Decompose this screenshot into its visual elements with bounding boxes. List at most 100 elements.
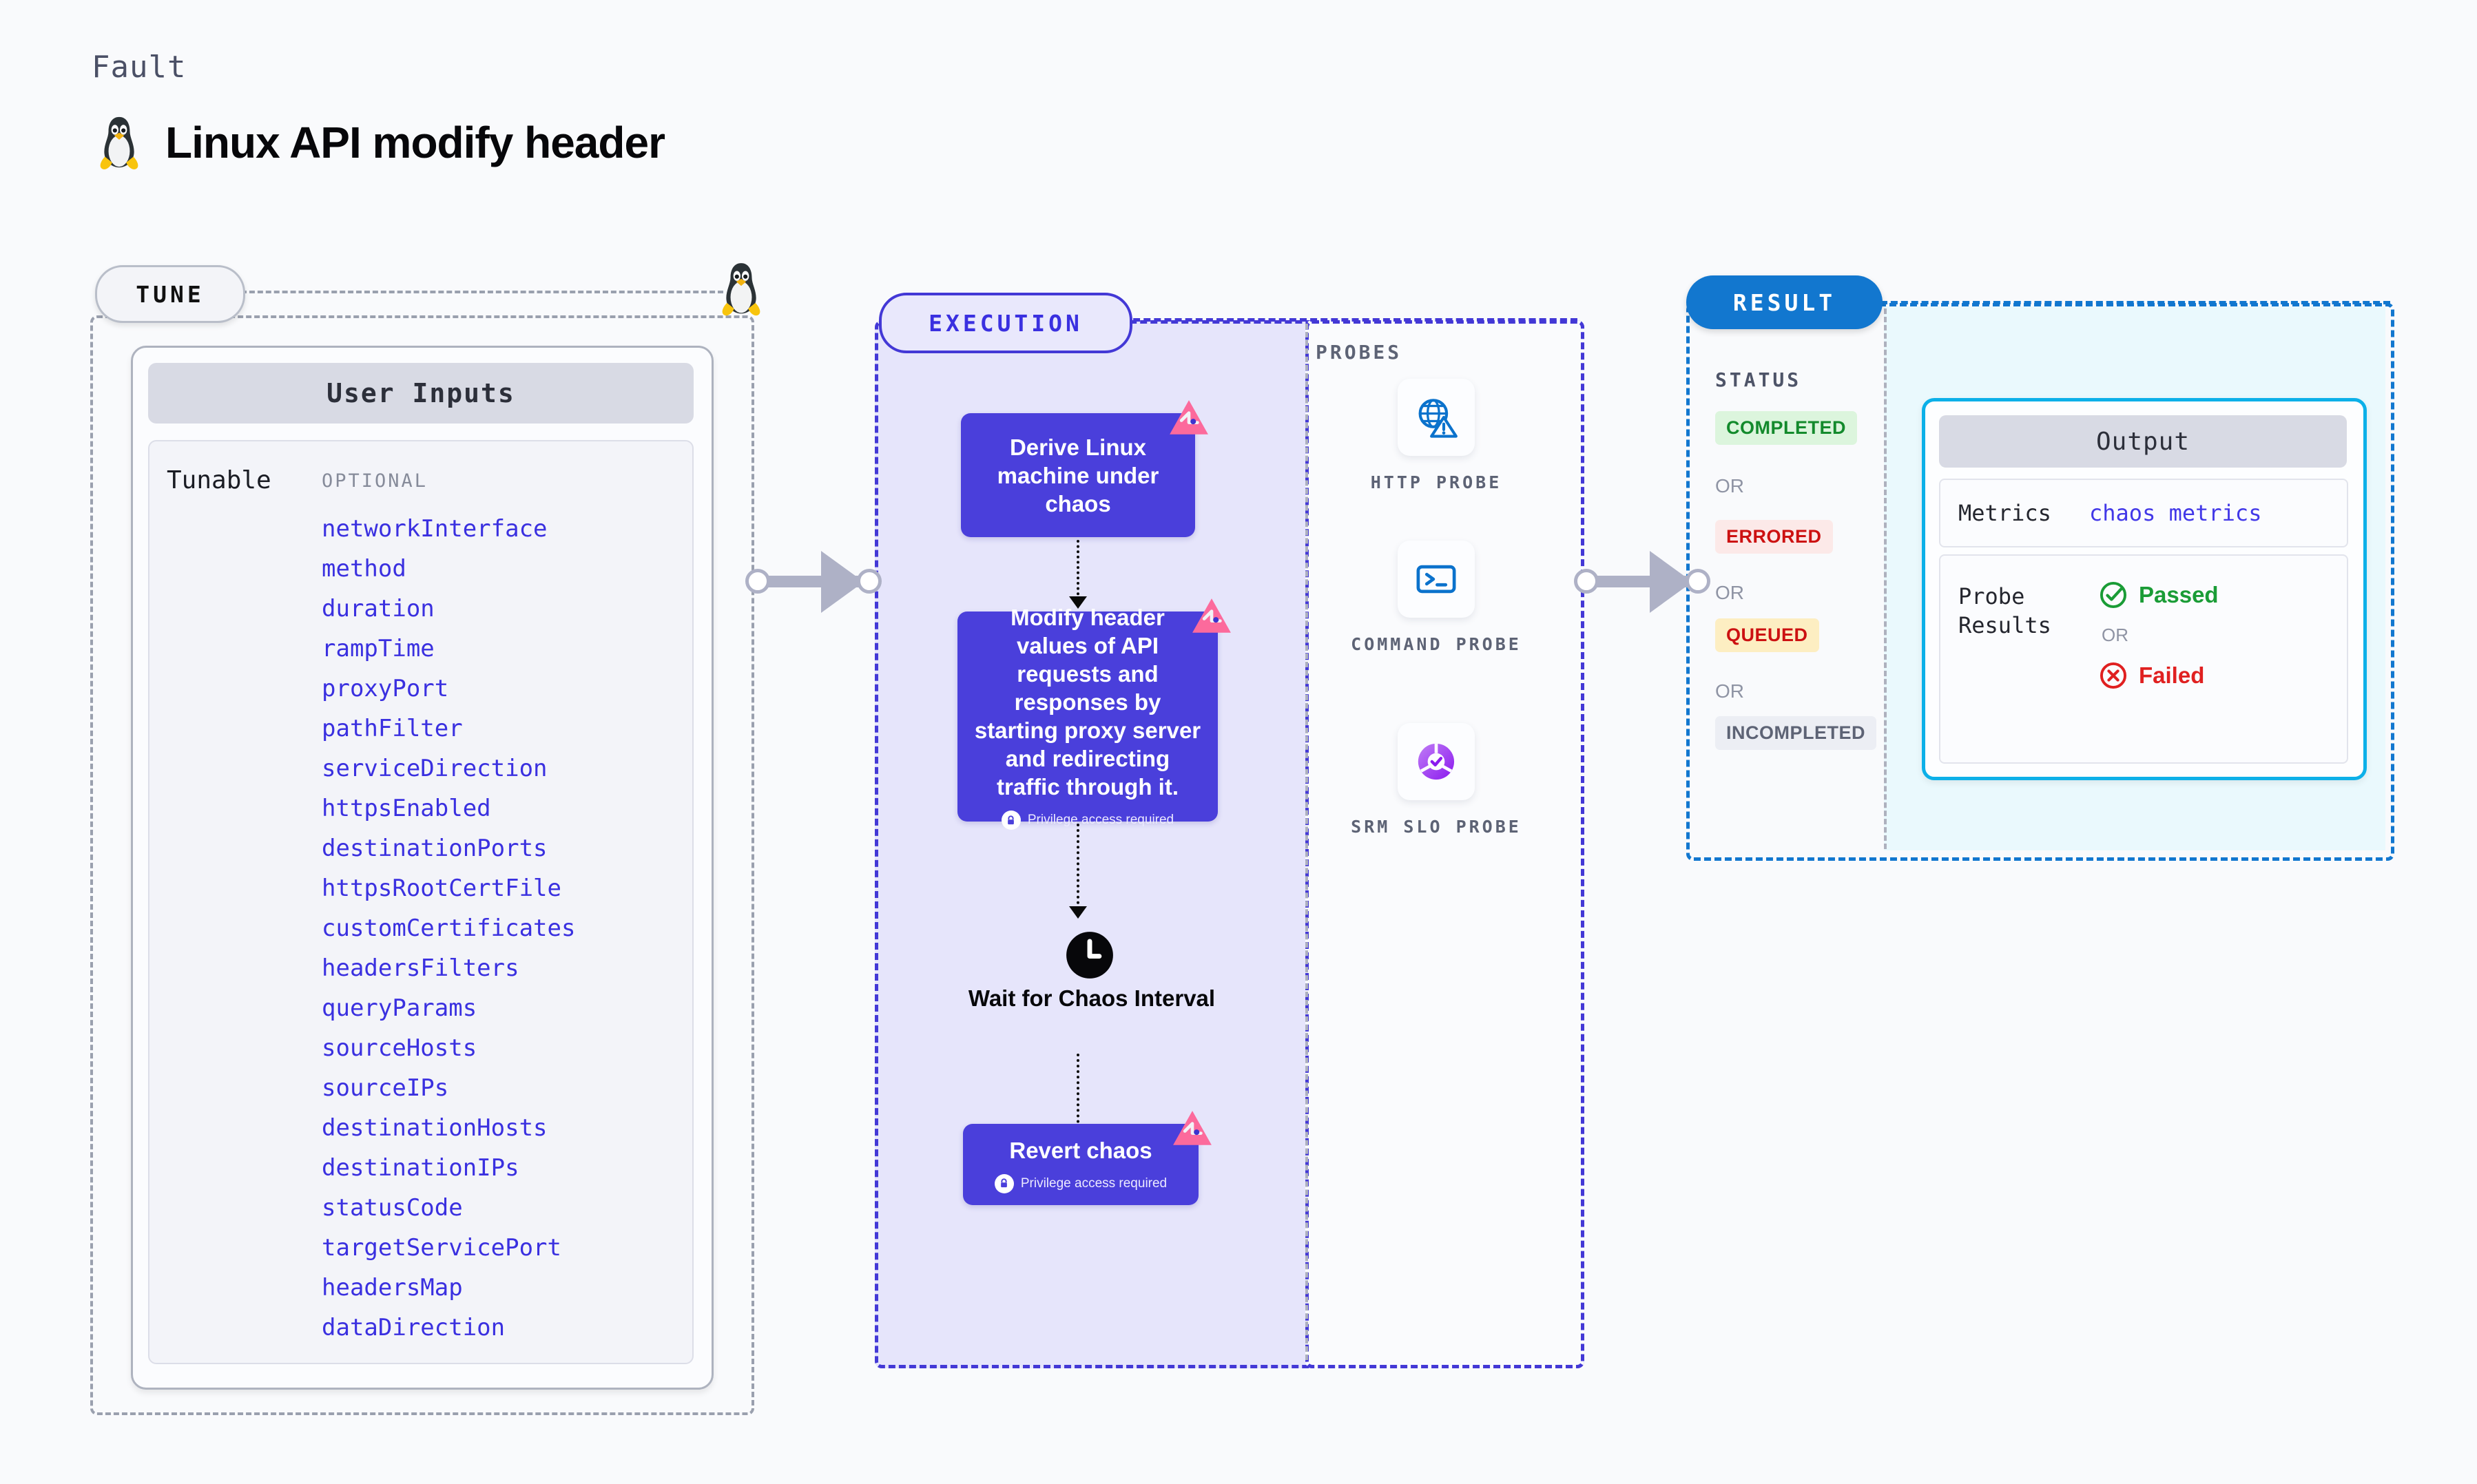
status-badge-errored: ERRORED [1715, 520, 1833, 554]
tune-linux-penguin-icon [718, 260, 764, 318]
optional-label: OPTIONAL [322, 470, 428, 492]
chaos-badge-icon [1190, 596, 1233, 639]
param-item[interactable]: customCertificates [322, 915, 576, 942]
status-or-2: OR [1715, 582, 1744, 603]
tunable-group: Tunable OPTIONAL networkInterface method… [148, 440, 694, 1364]
probe-label: SRM SLO PROBE [1351, 817, 1522, 837]
status-badge-queued: QUEUED [1715, 618, 1819, 652]
param-item[interactable]: httpsEnabled [322, 795, 491, 822]
tune-section-pill[interactable]: TUNE [95, 265, 245, 323]
linux-penguin-icon [96, 114, 142, 171]
connector-end-dot [1686, 569, 1710, 594]
tune-section-boundary [90, 315, 754, 1415]
flow-arrowhead-2 [1069, 906, 1087, 919]
status-label: STATUS [1715, 368, 1802, 391]
page-title: Linux API modify header [165, 118, 665, 167]
execution-node-derive-machine[interactable]: Derive Linux machine under chaos [961, 400, 1208, 537]
param-item[interactable]: sourceHosts [322, 1034, 477, 1062]
chaos-badge-icon [1171, 1109, 1214, 1151]
connector-start-dot [745, 569, 770, 594]
wait-for-chaos-interval-label: Wait for Chaos Interval [968, 985, 1216, 1011]
flow-arrowhead-1 [1069, 596, 1087, 609]
privilege-required-badge: Privilege access required [994, 1173, 1168, 1193]
probe-label: HTTP PROBE [1370, 472, 1502, 492]
tunable-param-list: networkInterface method duration rampTim… [322, 509, 680, 1348]
lock-icon [1001, 811, 1021, 830]
privilege-required-label: Privilege access required [1020, 1175, 1168, 1191]
execution-node-revert-chaos[interactable]: Revert chaos Privilege access required [963, 1111, 1212, 1205]
param-item[interactable]: dataDirection [322, 1314, 506, 1341]
probe-results-key-line2: Results [1958, 612, 2051, 638]
param-item[interactable]: rampTime [322, 635, 435, 662]
result-section-pill[interactable]: RESULT [1686, 275, 1883, 329]
tune-dashed-connector-line [241, 291, 723, 293]
execution-node-label: Derive Linux machine under chaos [997, 434, 1159, 516]
flow-arrow-1 [1077, 540, 1082, 600]
flow-arrow-2 [1077, 824, 1082, 910]
param-item[interactable]: queryParams [322, 994, 477, 1022]
param-item[interactable]: statusCode [322, 1194, 463, 1222]
connector-execution-to-result [1574, 551, 1712, 613]
probe-result-failed: Failed [2099, 661, 2219, 690]
connector-tune-to-execution [745, 551, 883, 613]
execution-section-pill[interactable]: EXECUTION [879, 293, 1132, 353]
result-inner-divider [1884, 309, 1887, 849]
chaos-badge-icon [1168, 398, 1210, 441]
probe-http[interactable]: HTTP PROBE [1350, 379, 1522, 494]
param-item[interactable]: destinationHosts [322, 1114, 548, 1142]
probe-command[interactable]: COMMAND PROBE [1350, 541, 1522, 656]
probe-results-key-line1: Probe [1958, 583, 2025, 609]
param-item[interactable]: method [322, 555, 406, 583]
result-dashed-connector-line [1880, 301, 2390, 304]
execution-node-label: Modify header values of API requests and… [974, 605, 1201, 800]
param-item[interactable]: proxyPort [322, 675, 449, 702]
passed-label: Passed [2139, 582, 2219, 607]
output-metrics-row: Metrics chaos metrics [1939, 479, 2348, 547]
probe-result-or: OR [2102, 625, 2128, 645]
tunable-label: Tunable [167, 466, 271, 494]
flow-arrow-3 [1077, 1054, 1082, 1167]
execution-node-modify-header[interactable]: Modify header values of API requests and… [957, 598, 1231, 830]
clock-icon [1064, 930, 1115, 981]
slo-donut-check-icon [1398, 723, 1475, 800]
execution-dashed-connector-line [1123, 318, 1577, 322]
failed-label: Failed [2139, 662, 2205, 688]
probes-inner-divider [1305, 324, 1308, 1360]
param-item[interactable]: destinationIPs [322, 1154, 519, 1182]
status-badge-completed: COMPLETED [1715, 411, 1858, 445]
terminal-icon [1398, 541, 1475, 618]
output-probe-results-row: Probe Results Passed OR Failed [1939, 554, 2348, 764]
param-item[interactable]: headersMap [322, 1274, 463, 1302]
lock-icon [994, 1173, 1014, 1193]
param-item[interactable]: httpsRootCertFile [322, 875, 561, 902]
param-item[interactable]: networkInterface [322, 515, 548, 543]
check-circle-icon [2099, 581, 2128, 609]
status-or-1: OR [1715, 475, 1744, 497]
metrics-value[interactable]: chaos metrics [2089, 500, 2262, 526]
status-or-3: OR [1715, 680, 1744, 702]
user-inputs-card: User Inputs Tunable OPTIONAL networkInte… [131, 346, 714, 1390]
page-title-row: Linux API modify header [96, 114, 665, 171]
execution-node-label: Revert chaos [1009, 1137, 1152, 1163]
page-eyebrow: Fault [92, 50, 187, 85]
param-item[interactable]: duration [322, 595, 435, 623]
param-item[interactable]: serviceDirection [322, 755, 548, 782]
x-circle-icon [2099, 661, 2128, 690]
connector-end-dot [857, 569, 882, 594]
probe-result-passed: Passed [2099, 581, 2219, 609]
privilege-required-badge: Privilege access required [1001, 811, 1174, 830]
param-item[interactable]: headersFilters [322, 954, 519, 982]
param-item[interactable]: destinationPorts [322, 835, 548, 862]
metrics-key: Metrics [1958, 500, 2051, 526]
connector-start-dot [1574, 569, 1599, 594]
probes-section-label: PROBES [1316, 341, 1402, 364]
param-item[interactable]: sourceIPs [322, 1074, 449, 1102]
param-item[interactable]: pathFilter [322, 715, 463, 742]
output-card-header: Output [1939, 415, 2347, 468]
output-card: Output Metrics chaos metrics Probe Resul… [1922, 398, 2367, 780]
param-item[interactable]: targetServicePort [322, 1234, 561, 1262]
privilege-required-label: Privilege access required [1027, 813, 1174, 827]
status-badge-incompleted: INCOMPLETED [1715, 716, 1877, 750]
probe-srm-slo[interactable]: SRM SLO PROBE [1350, 723, 1522, 839]
probe-label: COMMAND PROBE [1351, 634, 1522, 654]
